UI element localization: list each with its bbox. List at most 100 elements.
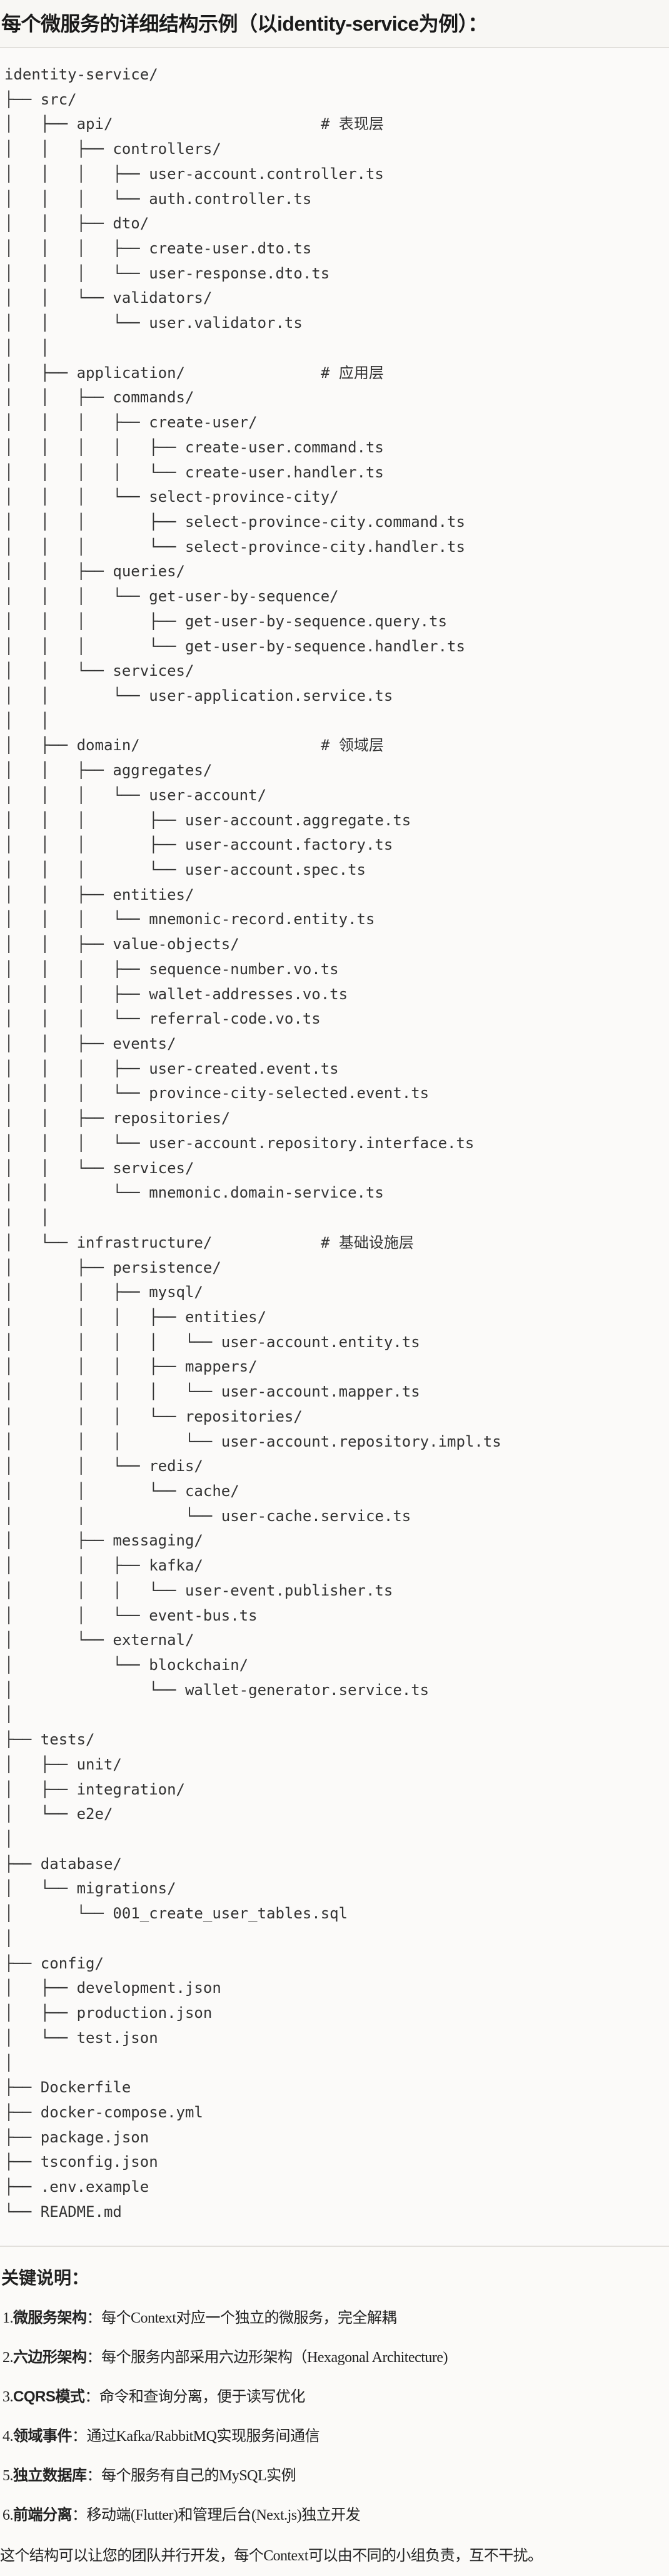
note-label: 微服务架构: [13, 2309, 87, 2326]
tree-line: │ │ ├── entities/: [4, 883, 501, 908]
tree-entry: │ ├── development.json: [4, 1979, 221, 1997]
summary-text: 这个结构可以让您的团队并行开发，每个Context可以由不同的小组负责，互不干扰…: [0, 2548, 543, 2564]
note-description: 每个服务有自己的MySQL实例: [101, 2468, 296, 2484]
tree-entry: │ │ │ └── mnemonic-record.entity.ts: [4, 910, 375, 929]
tree-entry: ├── docker-compose.yml: [4, 2103, 203, 2121]
tree-entry: │ │ │ └── user-response.dto.ts: [4, 264, 330, 282]
tree-entry: │ │ │ └── user-event.publisher.ts: [4, 1581, 393, 1599]
tree-entry: │ │ ├── queries/: [4, 563, 185, 581]
note-item: 4.领域事件：通过Kafka/RabbitMQ实现服务间通信: [3, 2426, 319, 2446]
tree-line: │ └── infrastructure/# 基础设施层: [4, 1231, 501, 1256]
tree-entry: │ ├── api/: [4, 115, 113, 133]
tree-entry: │ ├── unit/: [4, 1755, 122, 1773]
tree-entry: │ │ │ └── referral-code.vo.ts: [4, 1010, 321, 1028]
tree-line: │ │ └── user.validator.ts: [4, 311, 501, 336]
tree-entry: │ │ └── services/: [4, 662, 194, 680]
tree-line: │ │ │ └── get-user-by-sequence.handler.t…: [4, 634, 501, 659]
tree-line: ├── .env.example: [4, 2175, 501, 2200]
layer-comment: # 表现层: [321, 115, 384, 133]
tree-entry: │ │ │ ├── create-user/: [4, 414, 258, 432]
tree-entry: │ │ └── redis/: [4, 1457, 203, 1475]
tree-entry: │ │ └── user-cache.service.ts: [4, 1507, 411, 1525]
tree-entry: │ │ │ │ └── user-account.mapper.ts: [4, 1383, 420, 1401]
divider: [0, 2246, 669, 2247]
tree-line: │ │ │ │ └── user-account.mapper.ts: [4, 1380, 501, 1405]
note-separator: ：: [86, 2349, 102, 2366]
tree-line: │ └── wallet-generator.service.ts: [4, 1678, 501, 1703]
tree-entry: │ │ └── services/: [4, 1159, 194, 1177]
tree-line: │ │ ├── events/: [4, 1032, 501, 1057]
tree-entry: │ │: [4, 1209, 50, 1227]
tree-entry: │ │ │ │ └── create-user.handler.ts: [4, 463, 384, 481]
layer-comment: # 基础设施层: [321, 1233, 414, 1251]
note-description: 通过Kafka/RabbitMQ实现服务间通信: [86, 2428, 320, 2445]
tree-entry: │ └── wallet-generator.service.ts: [4, 1681, 430, 1699]
tree-line: │ ├── development.json: [4, 1976, 501, 2001]
tree-entry: │ │ ├── entities/: [4, 885, 194, 904]
tree-entry: │ │ │ ├── mappers/: [4, 1358, 258, 1376]
tree-line: └── README.md: [4, 2200, 501, 2225]
note-label: 六边形架构: [13, 2349, 87, 2366]
tree-entry: │ │: [4, 711, 50, 730]
tree-entry: │ │ │ └── auth.controller.ts: [4, 190, 312, 208]
tree-entry: │ │ │ └── province-city-selected.event.t…: [4, 1084, 430, 1102]
note-number: 1.: [3, 2310, 14, 2326]
tree-line: │ │ └── validators/: [4, 286, 501, 311]
tree-line: │ │ │ └── select-province-city.handler.t…: [4, 535, 501, 560]
tree-line: │ │ │ └── referral-code.vo.ts: [4, 1007, 501, 1032]
tree-line: │ │: [4, 1206, 501, 1231]
tree-entry: │ │ │ ├── select-province-city.command.t…: [4, 512, 465, 531]
tree-line: │ ├── unit/: [4, 1753, 501, 1778]
tree-entry: │ │ │ ├── wallet-addresses.vo.ts: [4, 985, 348, 1003]
page-header: 每个微服务的详细结构示例（以identity-service为例）：: [0, 0, 669, 48]
tree-entry: ├── tests/: [4, 1731, 95, 1749]
tree-line: │ │ ├── dto/: [4, 211, 501, 237]
tree-entry: ├── package.json: [4, 2128, 149, 2146]
note-number: 6.: [3, 2507, 14, 2523]
tree-entry: ├── Dockerfile: [4, 2079, 131, 2097]
tree-entry: │ │ │ └── select-province-city/: [4, 488, 339, 506]
note-description: 每个Context对应一个独立的微服务，完全解耦: [101, 2310, 397, 2326]
tree-line: │: [4, 1703, 501, 1728]
tree-line: │ │ │ └── mnemonic-record.entity.ts: [4, 907, 501, 932]
tree-line: │: [4, 2051, 501, 2076]
tree-line: │ │ └── user-cache.service.ts: [4, 1504, 501, 1529]
tree-entry: ├── config/: [4, 1954, 104, 1972]
tree-entry: │ ├── production.json: [4, 2004, 213, 2022]
tree-line: │ │ └── user-application.service.ts: [4, 684, 501, 709]
notes-heading: 关键说明：: [1, 2268, 89, 2288]
tree-line: ├── tsconfig.json: [4, 2150, 501, 2175]
tree-line: │ │ └── services/: [4, 659, 501, 684]
tree-line: │ │ │ └── user-response.dto.ts: [4, 262, 501, 287]
tree-line: │ │ │ ├── select-province-city.command.t…: [4, 510, 501, 535]
tree-line: │ │ ├── value-objects/: [4, 932, 501, 957]
tree-line: ├── Dockerfile: [4, 2075, 501, 2100]
tree-entry: │ │ │ └── user-account/: [4, 786, 267, 804]
note-number: 4.: [3, 2428, 14, 2445]
note-description: 移动端(Flutter)和管理后台(Next.js)独立开发: [86, 2507, 361, 2523]
tree-line: │ └── 001_create_user_tables.sql: [4, 1901, 501, 1927]
tree-line: │ │ │ │ └── create-user.handler.ts: [4, 461, 501, 486]
tree-entry: │ ├── integration/: [4, 1780, 185, 1798]
tree-line: │ │ ├── controllers/: [4, 137, 501, 162]
tree-line: │ │ └── event-bus.ts: [4, 1604, 501, 1629]
tree-entry: │ └── test.json: [4, 2029, 158, 2047]
tree-entry: │ │ ├── commands/: [4, 389, 194, 407]
tree-line: │ └── e2e/: [4, 1802, 501, 1827]
tree-entry: │ └── external/: [4, 1631, 194, 1649]
tree-line: │ └── blockchain/: [4, 1653, 501, 1678]
tree-entry: │: [4, 1830, 14, 1848]
tree-entry: ├── .env.example: [4, 2178, 149, 2196]
tree-line: │ └── migrations/: [4, 1876, 501, 1901]
tree-line: ├── database/: [4, 1852, 501, 1877]
tree-line: │ │ ├── kafka/: [4, 1554, 501, 1579]
page-title: 每个微服务的详细结构示例（以identity-service为例）：: [1, 13, 488, 35]
tree-entry: │ │ └── user-application.service.ts: [4, 686, 393, 705]
tree-entry: │ └── blockchain/: [4, 1656, 249, 1674]
tree-line: │ │ └── services/: [4, 1156, 501, 1181]
tree-line: │ │ │ └── get-user-by-sequence/: [4, 584, 501, 609]
tree-line: │ │ │ ├── create-user.dto.ts: [4, 237, 501, 262]
tree-line: │ ├── messaging/: [4, 1529, 501, 1554]
tree-entry: │ │ ├── value-objects/: [4, 935, 239, 954]
tree-line: │ │ ├── mysql/: [4, 1280, 501, 1305]
